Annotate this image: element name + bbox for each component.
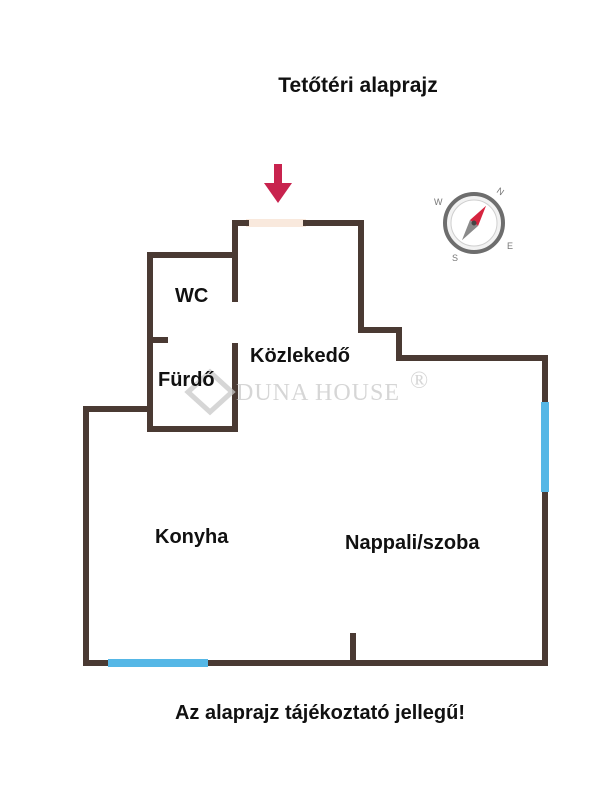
watermark-logo: DUNA HOUSE ®: [184, 368, 429, 416]
disclaimer-note: Az alaprajz tájékoztató jellegű!: [174, 702, 466, 724]
watermark-text: DUNA HOUSE: [236, 380, 400, 406]
window-right: [541, 402, 549, 492]
window-bottom: [108, 659, 208, 667]
room-label-bathroom: Fürdő: [158, 369, 215, 391]
compass-west: W: [434, 197, 443, 207]
room-label-kitchen: Konyha: [155, 526, 229, 548]
compass-east: E: [507, 241, 513, 251]
compass-icon: N E S W: [434, 185, 513, 263]
compass-south: S: [452, 253, 458, 263]
entrance-door: [246, 219, 306, 227]
room-label-hallway: Közlekedő: [250, 345, 350, 367]
compass-north: N: [495, 185, 506, 197]
walls: [83, 220, 548, 666]
entrance-arrow-icon: [264, 164, 292, 203]
watermark-registered: ®: [410, 368, 429, 394]
plan-title: Tetőtéri alaprajz: [278, 74, 438, 97]
room-label-living: Nappali/szoba: [345, 532, 480, 554]
room-label-wc: WC: [175, 285, 208, 307]
